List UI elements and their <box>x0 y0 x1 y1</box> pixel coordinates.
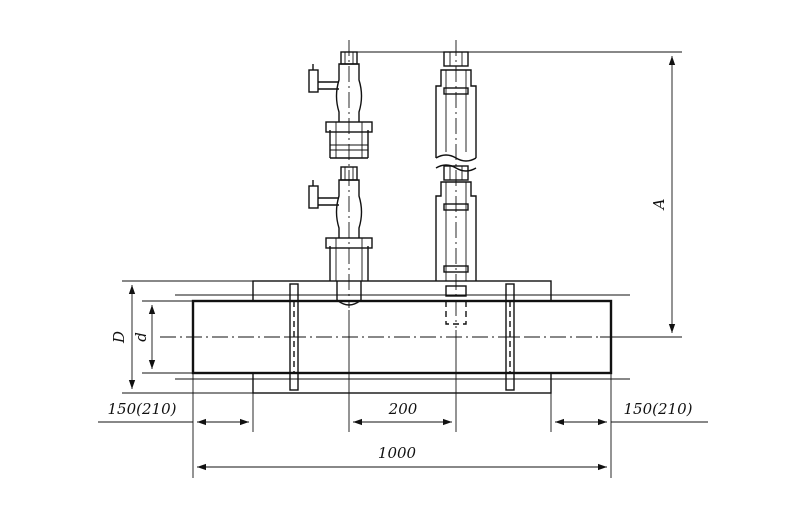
dimension-diameters: D d <box>110 280 253 394</box>
dimension-total: 1000 <box>197 444 607 471</box>
extension-lines <box>175 294 630 478</box>
dimension-middle: 200 <box>353 400 452 426</box>
dimension-right-offset: 150(210) <box>555 400 708 426</box>
dimension-a: A <box>357 51 682 338</box>
clamp-sleeve <box>252 280 552 394</box>
label-total: 1000 <box>378 444 417 462</box>
right-branch-section <box>435 40 477 328</box>
label-left-offset: 150(210) <box>108 400 177 418</box>
left-branch-valves <box>308 40 373 308</box>
main-pipe <box>160 299 640 375</box>
label-middle: 200 <box>388 400 418 418</box>
label-d-outer: D <box>110 331 128 344</box>
label-d-inner: d <box>132 332 150 342</box>
dimension-left-offset: 150(210) <box>98 400 249 426</box>
label-a: A <box>650 198 668 211</box>
label-right-offset: 150(210) <box>624 400 693 418</box>
